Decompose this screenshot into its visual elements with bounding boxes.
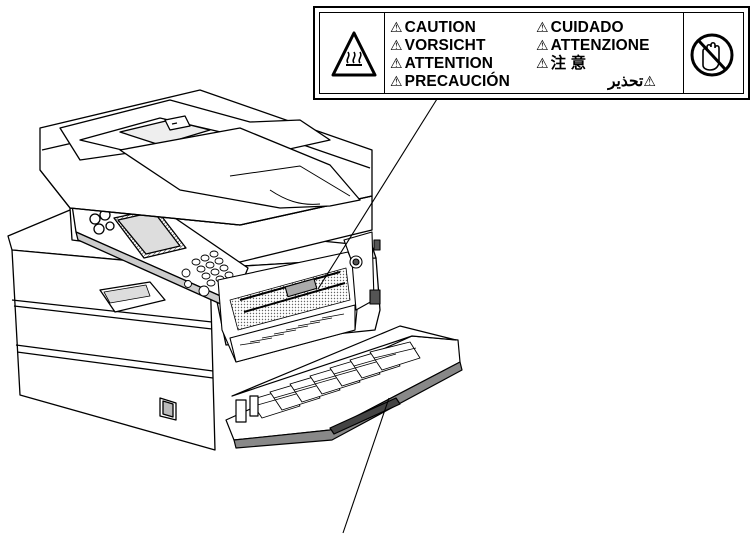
door-leader-line — [342, 397, 390, 534]
warning-text: ⚠ATTENTION — [390, 55, 494, 72]
warning-triangle-icon: ⚠ — [643, 73, 656, 89]
warning-label: ⚠CAUTION ⚠VORSICHT ⚠ATTENTION ⚠PRECAUCIÓ… — [313, 6, 750, 100]
label-divider — [384, 13, 385, 93]
fuser-area — [217, 231, 381, 363]
warning-triangle-icon: ⚠ — [536, 37, 549, 53]
side-door — [225, 325, 463, 449]
warning-text: ⚠CUIDADO — [536, 19, 624, 36]
warning-label-border: ⚠CAUTION ⚠VORSICHT ⚠ATTENTION ⚠PRECAUCIÓ… — [319, 12, 744, 94]
hot-surface-icon — [330, 25, 378, 87]
warning-text: ⚠VORSICHT — [390, 37, 486, 54]
callout-lines — [317, 98, 438, 534]
warning-triangle-icon: ⚠ — [390, 55, 403, 71]
label-divider — [683, 13, 684, 93]
warning-triangle-icon: ⚠ — [390, 73, 403, 89]
warning-text: ⚠PRECAUCIÓN — [390, 73, 510, 90]
do-not-touch-icon — [687, 27, 737, 83]
warning-triangle-icon: ⚠ — [390, 19, 403, 35]
document-feeder — [39, 89, 373, 226]
warning-text: تحذير⚠ — [608, 73, 656, 90]
warning-text: ⚠CAUTION — [390, 19, 476, 36]
label-leader-line — [317, 98, 438, 290]
warning-text: ⚠ATTENZIONE — [536, 37, 650, 54]
warning-text: ⚠注 意 — [536, 55, 587, 72]
warning-triangle-icon: ⚠ — [536, 55, 549, 71]
warning-triangle-icon: ⚠ — [390, 37, 403, 53]
warning-triangle-icon: ⚠ — [536, 19, 549, 35]
